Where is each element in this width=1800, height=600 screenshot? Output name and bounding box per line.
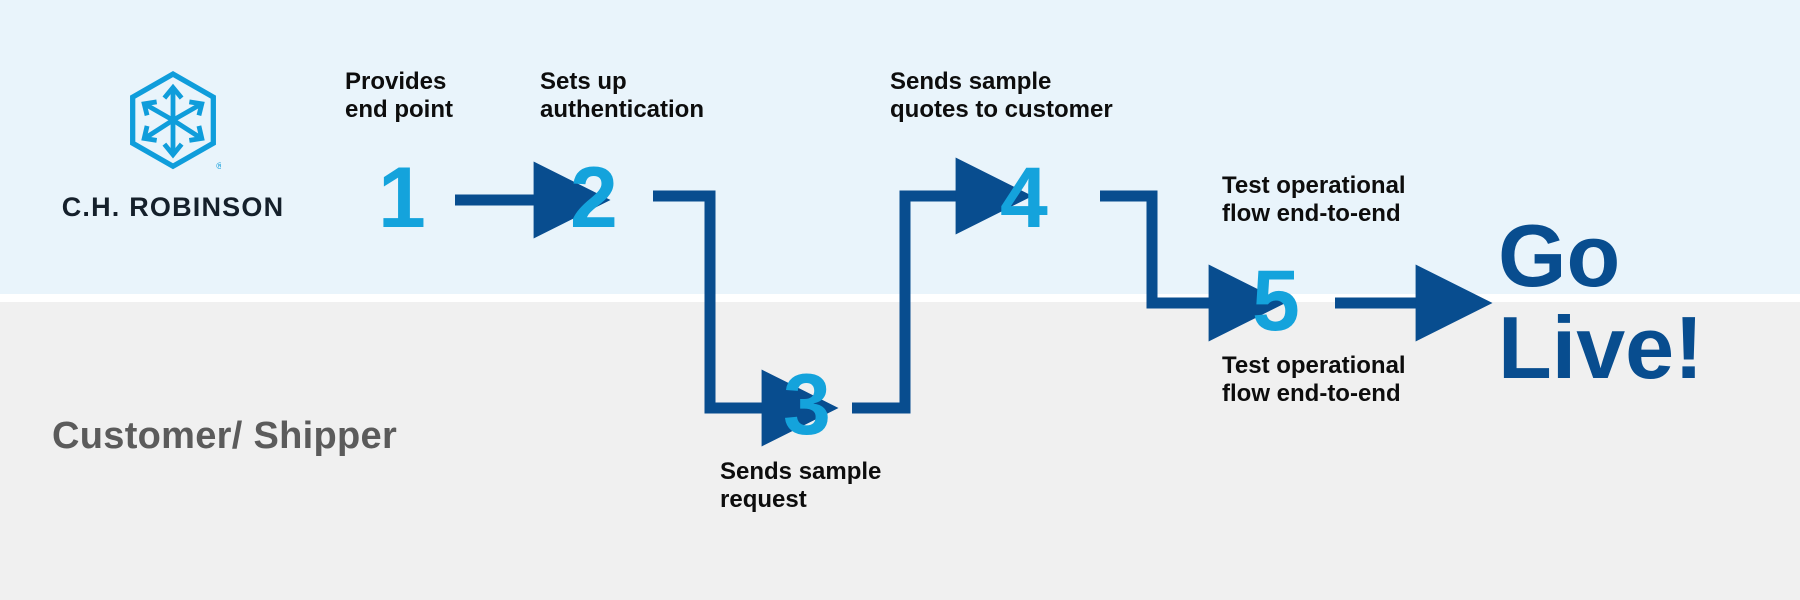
registered-mark: ® xyxy=(216,161,221,172)
step-5-caption-bottom: Test operational flow end-to-end xyxy=(1222,352,1406,407)
step-3-caption: Sends sample request xyxy=(720,458,882,513)
step-2-number: 2 xyxy=(570,150,618,246)
chrobinson-hexagon-arrows-icon: ® xyxy=(130,71,221,172)
lane-label-customer-shipper: Customer/ Shipper xyxy=(52,415,398,457)
step-1-caption: Provides end point xyxy=(345,68,453,123)
step-2-caption: Sets up authentication xyxy=(540,68,705,123)
chrobinson-wordmark: C.H. ROBINSON xyxy=(61,192,285,222)
step-3-number: 3 xyxy=(783,357,831,453)
go-live-label: Go Live! xyxy=(1498,206,1704,398)
step-1-number: 1 xyxy=(378,150,426,246)
step-4-caption: Sends sample quotes to customer xyxy=(890,68,1113,123)
chrobinson-logo: ® C.H. ROBINSON xyxy=(48,70,298,235)
step-5-number: 5 xyxy=(1252,253,1300,349)
step-5-caption-top: Test operational flow end-to-end xyxy=(1222,172,1406,227)
step-4-number: 4 xyxy=(1000,150,1048,246)
